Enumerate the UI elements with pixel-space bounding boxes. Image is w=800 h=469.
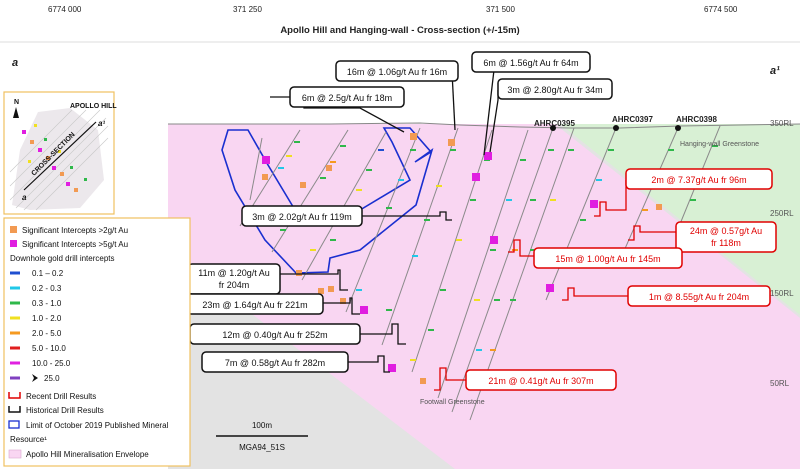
svg-text:1m @ 8.55g/t Au fr 204m: 1m @ 8.55g/t Au fr 204m [649, 292, 749, 302]
svg-text:16m @ 1.06g/t Au fr 16m: 16m @ 1.06g/t Au fr 16m [347, 67, 447, 77]
coord-2: 371 250 [233, 5, 262, 14]
svg-text:fr 118m: fr 118m [711, 238, 741, 248]
legend-sig5-swatch [10, 240, 17, 247]
svg-text:0.1 – 0.2: 0.1 – 0.2 [32, 269, 64, 278]
legend: Significant Intercepts >2g/t Au Signific… [3, 217, 191, 467]
svg-text:100m: 100m [252, 421, 272, 430]
svg-text:5.0 - 10.0: 5.0 - 10.0 [32, 344, 66, 353]
rl-150: 150RL [770, 289, 794, 298]
section-end-a1: a¹ [770, 65, 780, 77]
scale-bar: 100m MGA94_51S [216, 421, 308, 452]
svg-text:Historical Drill Results: Historical Drill Results [26, 406, 104, 415]
historical-label-23m: 23m @ 1.64g/t Au fr 221m [186, 293, 324, 315]
rl-250: 250RL [770, 209, 794, 218]
svg-text:7m @ 0.58g/t Au fr 282m: 7m @ 0.58g/t Au fr 282m [225, 358, 325, 368]
historical-label-11m: 11m @ 1.20g/t Au fr 204m [187, 263, 281, 295]
svg-text:MGA94_51S: MGA94_51S [239, 443, 285, 452]
topography-line [168, 122, 800, 129]
coord-1: 6774 000 [48, 5, 82, 14]
svg-text:a: a [22, 193, 27, 202]
historical-label-16m: 16m @ 1.06g/t Au fr 16m [335, 60, 459, 82]
svg-text:Apollo Hill Mineralisation Env: Apollo Hill Mineralisation Envelope [26, 450, 149, 459]
section-end-a: a [12, 57, 18, 69]
svg-text:Recent Drill Results: Recent Drill Results [26, 392, 96, 401]
svg-text:6m @ 1.56g/t Au fr 64m: 6m @ 1.56g/t Au fr 64m [483, 58, 578, 68]
svg-text:1.0 - 2.0: 1.0 - 2.0 [32, 314, 62, 323]
svg-text:3m @ 2.80g/t Au fr 34m: 3m @ 2.80g/t Au fr 34m [507, 85, 602, 95]
drill-collars [550, 125, 681, 131]
significant-intercepts [262, 133, 662, 384]
svg-text:a¹: a¹ [98, 119, 105, 128]
svg-text:2m @ 7.37g/t Au fr 96m: 2m @ 7.37g/t Au fr 96m [651, 175, 746, 185]
historical-label-3m-34: 3m @ 2.80g/t Au fr 34m [497, 78, 613, 100]
svg-text:10.0 - 25.0: 10.0 - 25.0 [32, 359, 71, 368]
recent-label-2m: 2m @ 7.37g/t Au fr 96m [625, 168, 773, 190]
legend-sig2-swatch [10, 226, 17, 233]
historical-label-12m: 12m @ 0.40g/t Au fr 252m [189, 323, 361, 345]
svg-text:N: N [14, 99, 19, 106]
inset-location-map: N APOLLO HILL CROSS-SECTION a a¹ [3, 91, 117, 215]
hanging-wall-label: Hanging-wall Greenstone [680, 141, 759, 148]
rl-350: 350RL [770, 119, 794, 128]
historical-label-6m-64: 6m @ 1.56g/t Au fr 64m [471, 51, 591, 73]
svg-text:15m @ 1.00g/t Au fr 145m: 15m @ 1.00g/t Au fr 145m [555, 254, 660, 264]
svg-text:6m @ 2.5g/t Au fr 18m: 6m @ 2.5g/t Au fr 18m [302, 93, 392, 103]
rl-50: 50RL [770, 379, 790, 388]
legend-downhole-title: Downhole gold drill intercepts [10, 254, 115, 263]
svg-text:fr 204m: fr 204m [219, 280, 250, 290]
svg-text:0.3 - 1.0: 0.3 - 1.0 [32, 299, 62, 308]
recent-label-21m: 21m @ 0.41g/t Au fr 307m [465, 369, 617, 391]
svg-text:12m @ 0.40g/t Au fr 252m: 12m @ 0.40g/t Au fr 252m [222, 330, 327, 340]
svg-text:Limit of October 2019 Publishe: Limit of October 2019 Published Mineral [26, 421, 169, 430]
recent-label-24m: 24m @ 0.57g/t Au fr 118m [675, 221, 777, 253]
recent-leaders [434, 180, 676, 391]
svg-text:25.0: 25.0 [44, 374, 60, 383]
recent-label-1m: 1m @ 8.55g/t Au fr 204m [627, 285, 771, 307]
svg-text:0.2 - 0.3: 0.2 - 0.3 [32, 284, 62, 293]
svg-text:23m @ 1.64g/t Au fr 221m: 23m @ 1.64g/t Au fr 221m [202, 300, 307, 310]
recent-label-15m: 15m @ 1.00g/t Au fr 145m [533, 247, 683, 269]
section-title: Apollo Hill and Hanging-wall - Cross-sec… [280, 25, 519, 36]
svg-text:21m @ 0.41g/t Au fr 307m: 21m @ 0.41g/t Au fr 307m [488, 376, 593, 386]
hole-ahrc0398: AHRC0398 [676, 115, 717, 124]
svg-text:11m @ 1.20g/t Au: 11m @ 1.20g/t Au [198, 268, 270, 278]
svg-text:2.0 - 5.0: 2.0 - 5.0 [32, 329, 62, 338]
svg-text:Resource¹: Resource¹ [10, 435, 47, 444]
legend-sig2-label: Significant Intercepts >2g/t Au [22, 226, 128, 235]
coord-4: 6774 500 [704, 5, 738, 14]
drill-traces [239, 125, 721, 421]
svg-text:APOLLO HILL: APOLLO HILL [70, 103, 117, 110]
historical-label-3m-119: 3m @ 2.02g/t Au fr 119m [241, 205, 363, 227]
svg-text:3m @ 2.02g/t Au fr 119m: 3m @ 2.02g/t Au fr 119m [252, 212, 352, 222]
hole-ahrc0395: AHRC0395 [534, 119, 575, 128]
legend-sig5-label: Significant Intercepts >5g/t Au [22, 240, 128, 249]
svg-text:24m @ 0.57g/t Au: 24m @ 0.57g/t Au [690, 226, 762, 236]
footwall-label: Footwall Greenstone [420, 399, 485, 406]
hole-ahrc0397: AHRC0397 [612, 115, 653, 124]
historical-label-7m: 7m @ 0.58g/t Au fr 282m [201, 351, 349, 373]
historical-label-6m-18: 6m @ 2.5g/t Au fr 18m [289, 86, 405, 108]
coord-3: 371 500 [486, 5, 515, 14]
